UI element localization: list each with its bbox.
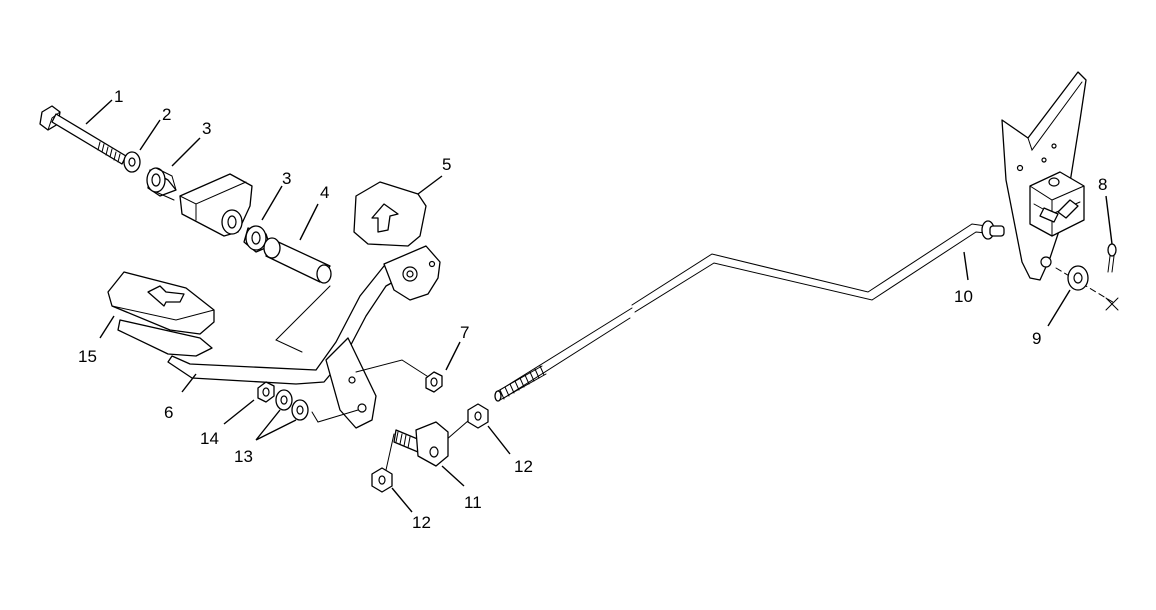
nut-7 <box>425 371 443 393</box>
callout-5: 5 <box>442 155 451 174</box>
callout-15: 15 <box>78 347 97 366</box>
nut-14 <box>257 381 275 403</box>
nut-12-upper <box>467 403 489 429</box>
pivot-block <box>1029 171 1085 237</box>
washer-2 <box>123 151 141 173</box>
control-rod <box>494 220 1005 402</box>
nut-12-lower <box>371 467 393 493</box>
mounting-bracket <box>1001 71 1119 311</box>
callout-14: 14 <box>200 429 219 448</box>
callout-12: 12 <box>412 513 431 532</box>
callout-2: 2 <box>162 105 171 124</box>
callout-labels: 1 2 3 3 4 5 6 7 8 9 10 11 12 12 13 14 15 <box>78 87 1107 532</box>
rod-thread <box>494 365 547 402</box>
callout-13: 13 <box>234 447 253 466</box>
callout-8: 8 <box>1098 175 1107 194</box>
callout-6: 6 <box>164 403 173 422</box>
washer-right <box>1067 265 1089 291</box>
bushing-left <box>146 167 177 201</box>
pedal-pad-reverse <box>107 271 215 357</box>
washers-13 <box>275 389 309 421</box>
callout-12: 12 <box>514 457 533 476</box>
leader-lines <box>85 99 1113 513</box>
callout-1: 1 <box>114 87 123 106</box>
callout-11: 11 <box>464 493 482 512</box>
bolt <box>39 105 127 165</box>
pedal-arm <box>167 245 441 429</box>
cotter-pin <box>1107 243 1117 273</box>
callout-9: 9 <box>1032 329 1041 348</box>
callout-7: 7 <box>460 323 469 342</box>
callout-4: 4 <box>320 183 329 202</box>
callout-3: 3 <box>202 119 211 138</box>
pivot-housing <box>179 173 253 237</box>
rod-end <box>393 421 449 467</box>
callout-3: 3 <box>282 169 291 188</box>
callout-10: 10 <box>954 287 973 306</box>
pedal-pad-forward <box>353 181 427 247</box>
spacer <box>263 237 332 284</box>
